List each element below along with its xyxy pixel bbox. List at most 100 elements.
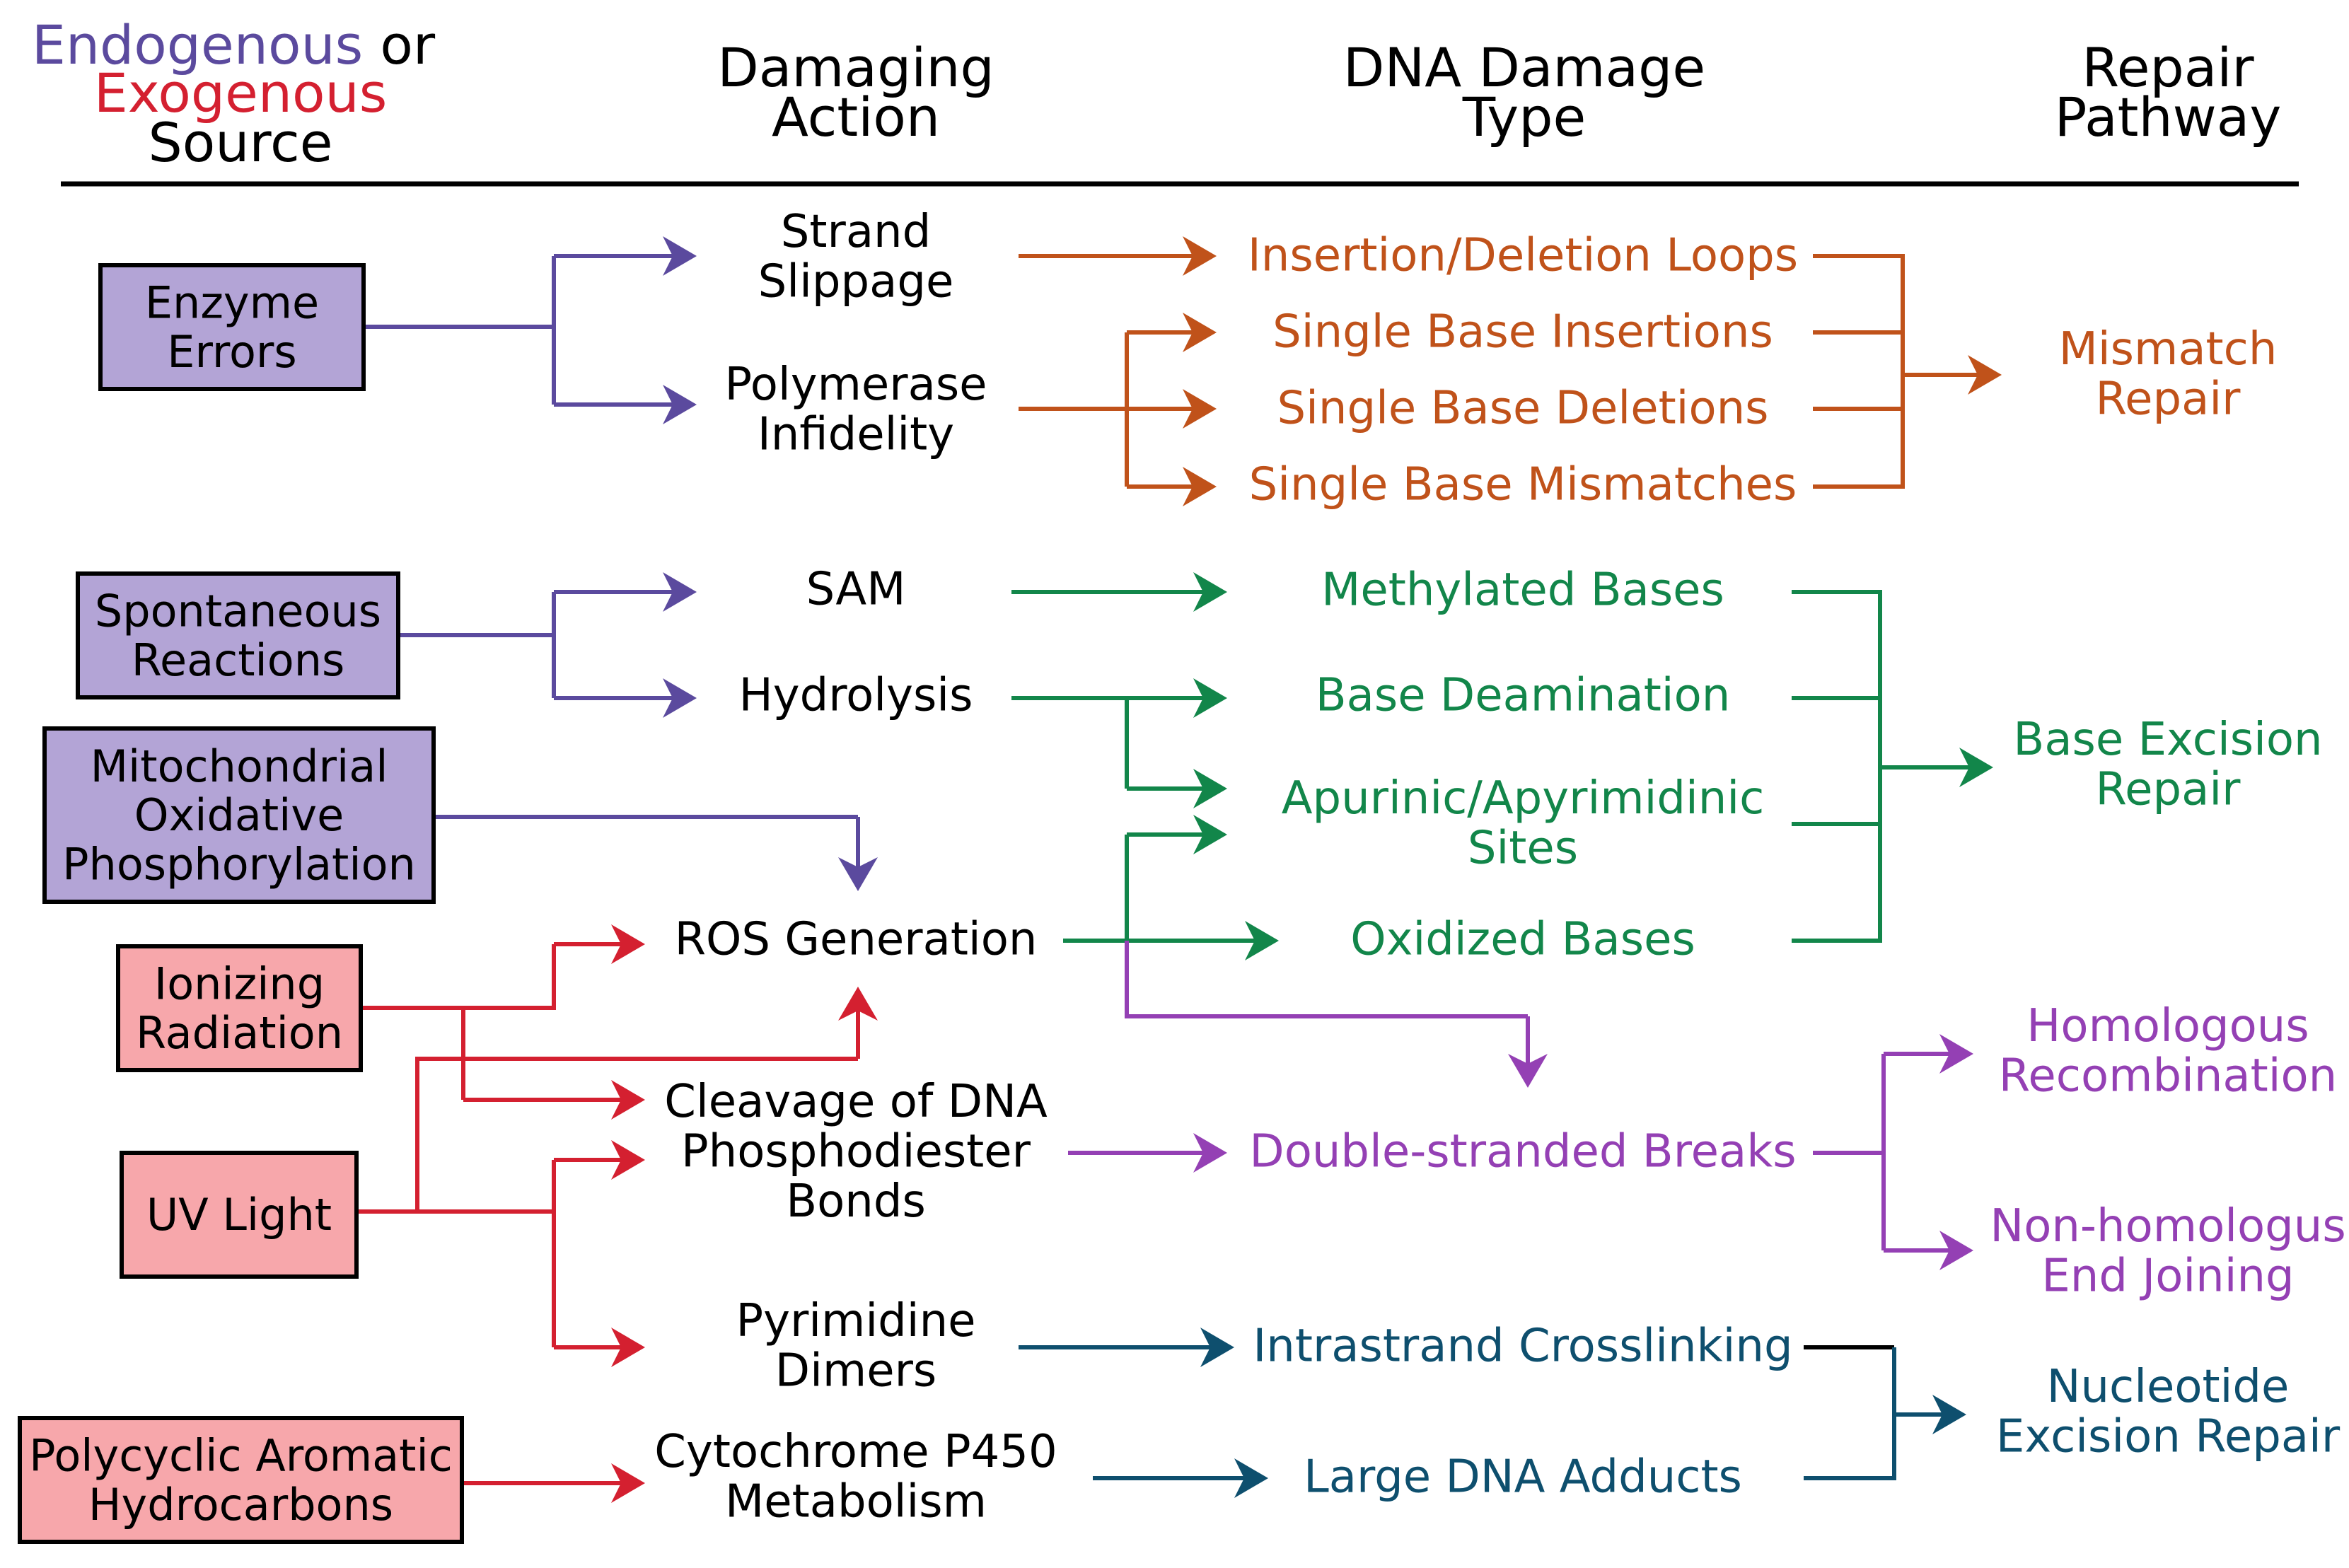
arrow-ionizing-to-cleavage: [463, 1080, 645, 1120]
arrow-to-ner: [1894, 1395, 1966, 1434]
conn-mismatch-bracket: [1813, 254, 1905, 489]
repair-mismatch-line-1: Mismatch: [2059, 323, 2278, 376]
source-box-polycyclic-aromatic-hydrocarbons-label-line-2: Hydrocarbons: [88, 1479, 393, 1531]
action-sam-line-1: SAM: [806, 563, 906, 615]
conn-ros-to-dsb: [1125, 941, 1528, 1018]
source-box-polycyclic-aromatic-hydrocarbons-label-line-1: Polycyclic Aromatic: [29, 1429, 453, 1481]
source-boxes: EnzymeErrorsSpontaneousReactionsMitochon…: [18, 263, 464, 1544]
source-box-polycyclic-aromatic-hydrocarbons-frame: [18, 1416, 464, 1544]
action-polymerase-infidelity-line-1: Polymerase: [724, 359, 987, 411]
arrow-to-single-deletions-head: [1183, 389, 1217, 429]
damage-oxidized-bases: Oxidized Bases: [1350, 913, 1695, 965]
arrow-to-sam-head: [663, 572, 697, 612]
damage-ap-sites-line-1: Apurinic/Apyrimidinic: [1282, 772, 1765, 825]
arrow-to-mismatch-repair-head: [1968, 355, 2002, 395]
arrow-mito-to-ros: [838, 817, 878, 891]
arrow-uv-to-cleavage-head: [611, 1140, 645, 1180]
action-ros-generation: ROS Generation: [675, 913, 1038, 965]
damage-base-deamination: Base Deamination: [1316, 669, 1731, 721]
arrow-ros-to-dsb: [1508, 1016, 1548, 1088]
action-cytochrome-p450-line-1: Cytochrome P450: [654, 1426, 1057, 1478]
action-strand-slippage-line-2: Slippage: [758, 256, 954, 308]
arrow-to-ner-head: [1932, 1395, 1966, 1434]
action-cytochrome-p450-line-2: Metabolism: [725, 1476, 987, 1528]
header-damage-line1: DNA Damage: [1343, 36, 1705, 99]
damage-indel-loops-line-1: Insertion/Deletion Loops: [1248, 229, 1798, 281]
source-box-mitochondrial-oxphos-label-line-3: Phosphorylation: [62, 839, 416, 890]
repair-non-homologous-end-joining-line-1: Non-homologus: [1990, 1200, 2345, 1253]
action-cleavage-line-3: Bonds: [786, 1175, 926, 1228]
source-box-spontaneous-reactions-label-line-2: Reactions: [132, 634, 345, 686]
source-box-uv-light-label-line-1: UV Light: [146, 1189, 332, 1241]
arrow-hydrolysis-to-ap-head: [1193, 769, 1227, 808]
header-exogenous: Exogenous: [94, 62, 388, 124]
source-box-mitochondrial-oxphos-label-line-1: Mitochondrial: [91, 741, 388, 792]
action-pyrimidine-dimers-line-1: Pyrimidine: [736, 1295, 975, 1347]
damage-double-stranded-breaks-line-1: Double-stranded Breaks: [1249, 1125, 1796, 1178]
damage-single-deletions-line-1: Single Base Deletions: [1277, 382, 1768, 434]
source-box-uv-light-frame: [120, 1151, 359, 1279]
header-action-line2: Action: [772, 86, 940, 149]
arrow-slippage-to-indel: [1019, 236, 1217, 276]
action-hydrolysis: Hydrolysis: [739, 669, 973, 721]
damage-single-deletions: Single Base Deletions: [1277, 382, 1768, 434]
arrow-to-nhej-head: [1939, 1231, 1973, 1270]
damage-large-dna-adducts-line-1: Large DNA Adducts: [1304, 1451, 1742, 1503]
arrow-uv-to-ros: [838, 987, 878, 1059]
arrow-to-mismatch-repair: [1903, 355, 2002, 395]
repair-nucleotide-excision-line-2: Excision Repair: [1996, 1411, 2341, 1463]
arrow-to-deamination-head: [1193, 678, 1227, 718]
arrow-to-ber-head: [1959, 748, 1993, 787]
arrow-to-strand-slippage: [554, 236, 697, 276]
damage-intrastrand-crosslinking: Intrastrand Crosslinking: [1253, 1320, 1792, 1372]
damage-indel-loops: Insertion/Deletion Loops: [1248, 229, 1798, 281]
arrow-cyp450-to-adducts: [1093, 1458, 1268, 1498]
header-damage-line2: Type: [1462, 86, 1587, 149]
arrow-to-hydrolysis-head: [663, 678, 697, 718]
arrow-to-deamination: [1127, 678, 1227, 718]
arrow-mito-to-ros-head: [838, 857, 878, 891]
damage-single-mismatches: Single Base Mismatches: [1249, 458, 1797, 511]
source-box-enzyme-errors-frame: [98, 263, 366, 391]
header-repair-line1: Repair: [2082, 36, 2254, 99]
arrow-pah-to-cyp450-head: [611, 1463, 645, 1503]
action-ros-generation-line-1: ROS Generation: [675, 913, 1038, 965]
arrow-to-single-insertions-head: [1183, 313, 1217, 352]
repair-mismatch-line-2: Repair: [2096, 373, 2241, 426]
arrow-ionizing-to-ros-head: [611, 924, 645, 964]
conn-ionizing-ros: [361, 944, 556, 1010]
action-hydrolysis-line-1: Hydrolysis: [739, 669, 973, 721]
source-box-enzyme-errors-label-line-1: Enzyme: [145, 277, 319, 328]
arrow-to-single-insertions: [1127, 313, 1217, 352]
arrow-cleavage-to-dsb: [1068, 1133, 1227, 1173]
damage-single-mismatches-line-1: Single Base Mismatches: [1249, 458, 1797, 511]
arrow-uv-to-ros-head: [838, 987, 878, 1021]
damage-methylated-bases: Methylated Bases: [1321, 564, 1724, 616]
source-box-enzyme-errors-label-line-2: Errors: [167, 326, 296, 378]
header-repair-line2: Pathway: [2055, 86, 2282, 149]
action-cleavage-line-1: Cleavage of DNA: [664, 1076, 1048, 1128]
repair-non-homologous-end-joining-line-2: End Joining: [2041, 1250, 2294, 1303]
header-endogenous: Endogenous: [32, 13, 363, 76]
conn-ber-bracket: [1792, 590, 1882, 943]
conn-uv-ros: [415, 1057, 858, 1212]
arrow-hydrolysis-to-ap: [1127, 769, 1227, 808]
repair-base-excision-line-2: Repair: [2096, 764, 2241, 816]
arrow-to-sam: [554, 572, 697, 612]
arrow-sam-to-methylated-head: [1193, 572, 1227, 612]
arrow-sam-to-methylated: [1011, 572, 1227, 612]
header: Endogenous or Exogenous Source Damaging …: [32, 13, 2281, 174]
source-box-ionizing-radiation-frame: [116, 944, 363, 1072]
